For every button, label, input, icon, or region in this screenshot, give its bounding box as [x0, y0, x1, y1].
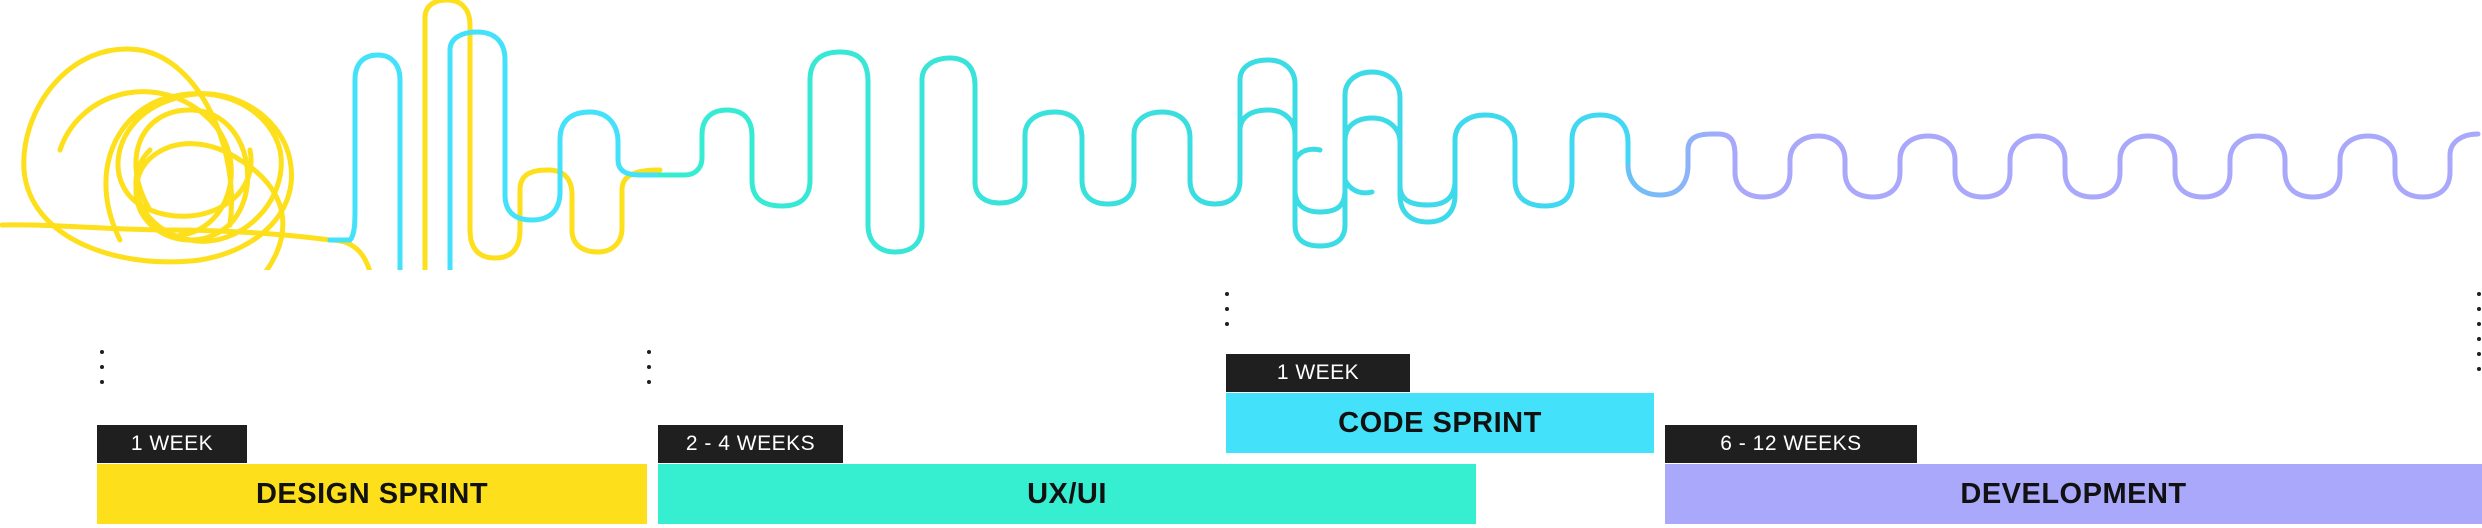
dotted-separator-development — [2477, 292, 2482, 382]
tangled-yellow-line — [0, 0, 663, 270]
dotted-separator-uxui — [647, 350, 653, 395]
uxui-bar: UX/UI — [658, 464, 1476, 524]
development-bar: DEVELOPMENT — [1665, 464, 2482, 524]
cyan-left-loops — [327, 29, 663, 270]
dotted-separator-code — [1225, 292, 1231, 337]
design-sprint-bar: DESIGN SPRINT — [97, 464, 647, 524]
dotted-separator-design — [100, 350, 106, 395]
process-squiggle-illustration — [0, 0, 2481, 270]
teal-wave-line — [657, 49, 1631, 255]
purple-wave-line — [1625, 131, 2481, 200]
uxui-duration-badge: 2 - 4 WEEKS — [658, 425, 843, 463]
code-sprint-duration-badge: 1 WEEK — [1226, 354, 1410, 392]
design-sprint-duration-badge: 1 WEEK — [97, 425, 247, 463]
code-sprint-bar: CODE SPRINT — [1226, 393, 1654, 453]
development-duration-badge: 6 - 12 WEEKS — [1665, 425, 1917, 463]
